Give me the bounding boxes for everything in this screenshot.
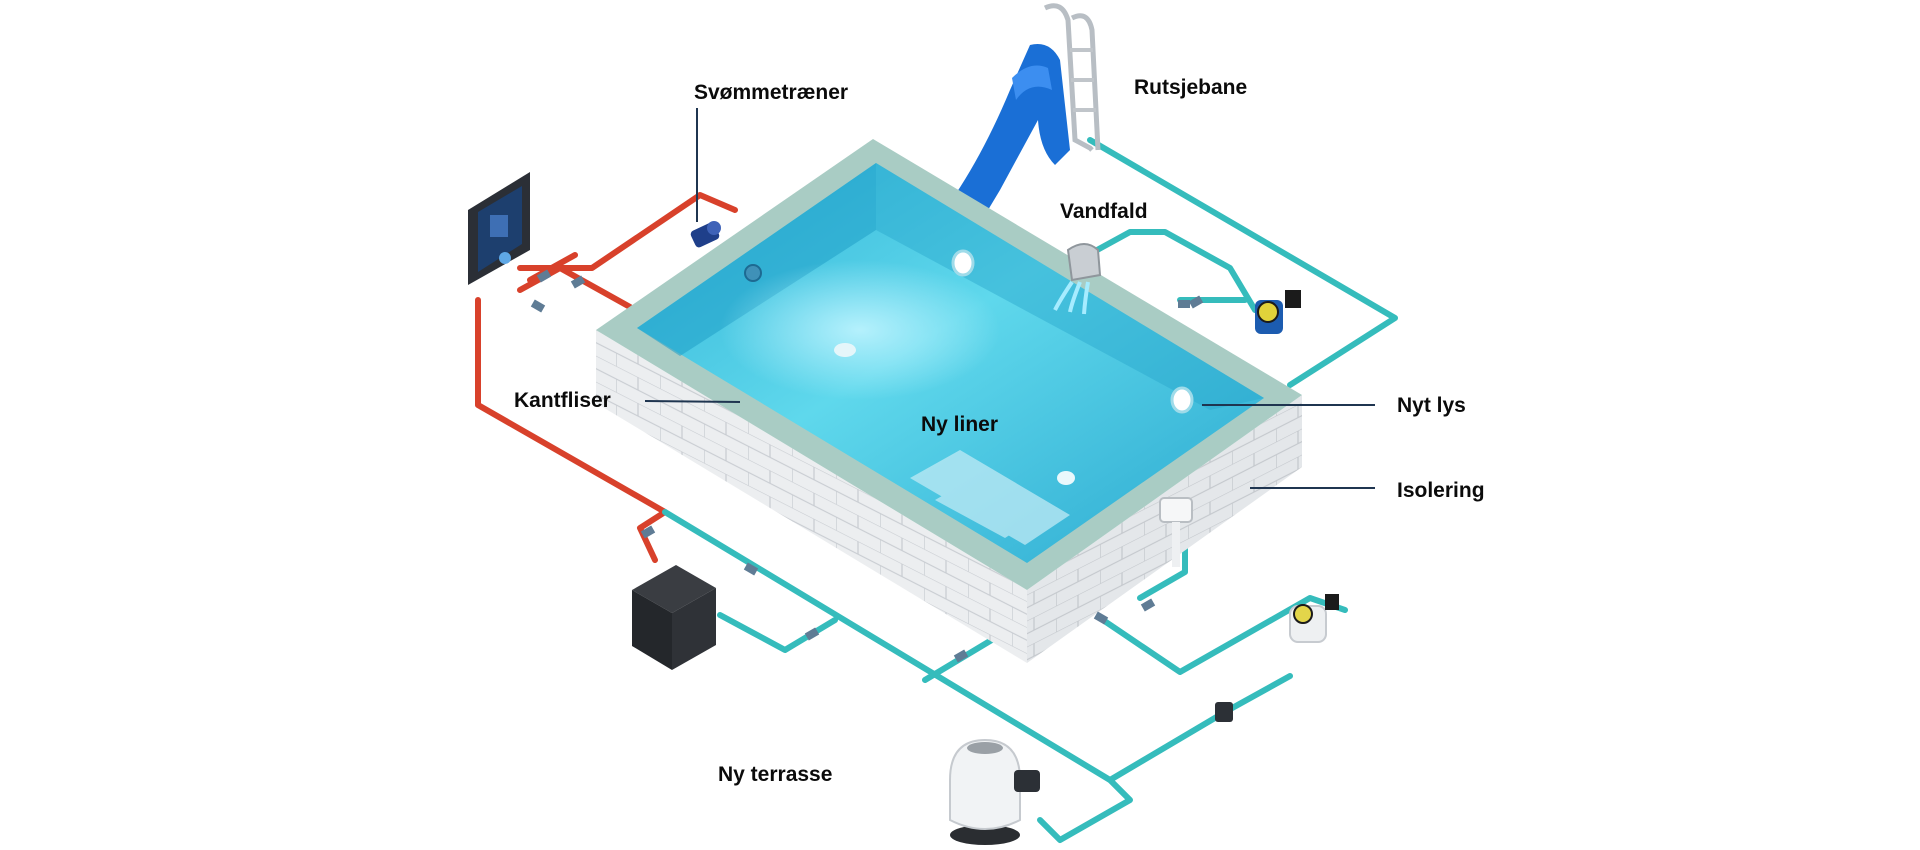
pipe-fittings xyxy=(530,269,1204,663)
light-floor xyxy=(1057,471,1075,485)
heat-pump xyxy=(632,565,716,670)
circulation-pump xyxy=(1289,594,1339,643)
sand-filter xyxy=(949,738,1040,845)
label-waterfall: Vandfald xyxy=(1060,200,1148,223)
pool xyxy=(596,139,1302,663)
label-slide: Rutsjebane xyxy=(1134,76,1247,99)
label-edge-tiles: Kantfliser xyxy=(514,389,611,412)
waterfall xyxy=(1053,243,1102,315)
waterfall-pump xyxy=(1255,290,1301,334)
pool-right-wall xyxy=(1027,395,1302,663)
label-new-light: Nyt lys xyxy=(1397,394,1466,417)
label-new-liner: Ny liner xyxy=(921,413,998,436)
label-insulation: Isolering xyxy=(1397,479,1485,502)
light-back xyxy=(951,249,975,277)
skimmer xyxy=(1159,497,1193,567)
label-new-terrace: Ny terrasse xyxy=(718,763,832,786)
label-swim-trainer: Svømmetræner xyxy=(694,81,848,104)
valve-junction xyxy=(1215,702,1233,722)
jet-nozzle xyxy=(744,264,762,282)
leader-lines xyxy=(644,108,1375,489)
drain xyxy=(834,343,856,357)
swim-trainer-pump xyxy=(690,221,721,248)
pool-steps xyxy=(910,450,1070,545)
pool-left-wall xyxy=(596,330,1027,663)
control-panel xyxy=(468,172,530,285)
new-light xyxy=(1170,386,1194,414)
